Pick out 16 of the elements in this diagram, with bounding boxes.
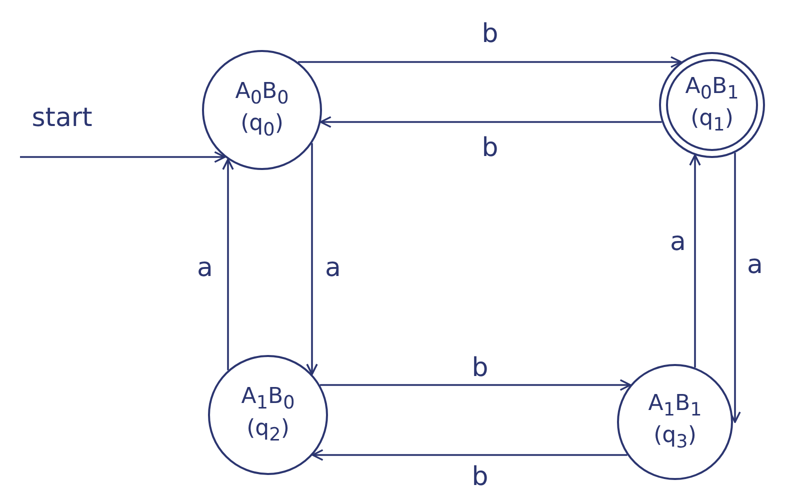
transition-arrow <box>222 158 234 370</box>
transition-arrow <box>298 56 682 68</box>
transition-arrow <box>320 379 632 391</box>
state-name: A$_{1}$B$_{1}$ <box>648 390 702 422</box>
state-name: A$_{0}$B$_{0}$ <box>235 78 289 110</box>
transition-arrow <box>20 151 226 163</box>
state-number: (q$_{0}$) <box>240 110 284 142</box>
state-number: (q$_{2}$) <box>246 415 290 448</box>
state-name: A$_{0}$B$_{1}$ <box>685 72 739 105</box>
transition-arrow <box>320 116 662 128</box>
transition-arrow <box>306 143 318 376</box>
transition-arrow <box>312 449 628 461</box>
state-number: (q$_{3}$) <box>654 422 696 454</box>
state-name: A$_{1}$B$_{0}$ <box>241 382 295 415</box>
state-number: (q$_{1}$) <box>690 105 734 138</box>
transition-arrow <box>689 154 701 368</box>
